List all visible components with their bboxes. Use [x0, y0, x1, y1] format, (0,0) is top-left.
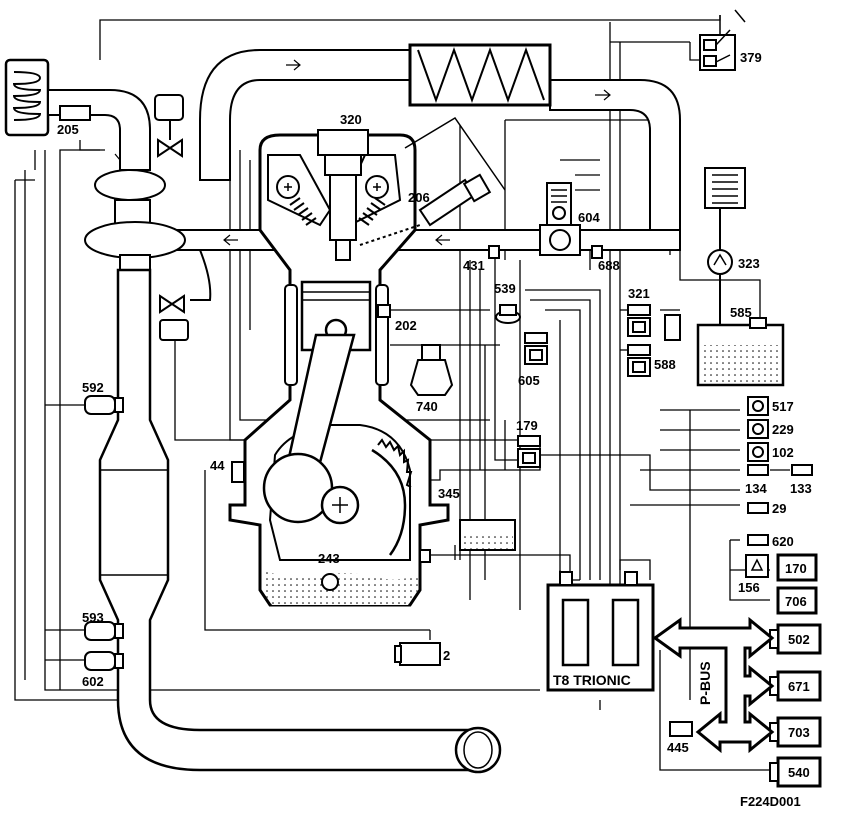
solenoid-valves — [517, 304, 681, 468]
label-205: 205 — [57, 122, 79, 137]
label-588: 588 — [654, 357, 676, 372]
radiator — [704, 167, 746, 325]
injector — [359, 116, 506, 246]
label-133: 133 — [790, 481, 812, 496]
exhaust-system — [98, 268, 502, 774]
labels: 205 320 206 604 379 323 431 688 539 321 … — [57, 50, 812, 809]
label-323: 323 — [738, 256, 760, 271]
label-44: 44 — [210, 458, 225, 473]
label-602: 602 — [82, 674, 104, 689]
ecu-box — [546, 571, 655, 692]
label-585: 585 — [730, 305, 752, 320]
module-boxes — [769, 553, 822, 788]
valve-springs — [289, 197, 386, 226]
label-445: 445 — [667, 740, 689, 755]
right-sensors — [745, 396, 813, 578]
label-345: 345 — [438, 486, 460, 501]
label-431: 431 — [463, 258, 485, 273]
label-671: 671 — [788, 679, 810, 694]
label-206: 206 — [408, 190, 430, 205]
fuel-tank — [696, 317, 785, 387]
oil-tank — [459, 519, 516, 551]
label-320: 320 — [340, 112, 362, 127]
throttle-body — [539, 182, 581, 256]
bus-label: P-BUS — [697, 661, 713, 705]
evap-canister — [409, 344, 454, 396]
oil-sump — [262, 570, 418, 605]
intake-pipe — [159, 49, 681, 251]
label-243: 243 — [318, 551, 340, 566]
ecu-label: T8 TRIONIC — [553, 672, 631, 688]
label-29: 29 — [772, 501, 786, 516]
label-540: 540 — [788, 765, 810, 780]
label-179: 179 — [516, 418, 538, 433]
bypass-valves — [154, 94, 212, 341]
label-605: 605 — [518, 373, 540, 388]
label-593: 593 — [82, 610, 104, 625]
label-134: 134 — [745, 481, 767, 496]
label-321: 321 — [628, 286, 650, 301]
camshaft-cover — [267, 154, 402, 227]
intercooler — [408, 43, 552, 107]
label-229: 229 — [772, 422, 794, 437]
label-539: 539 — [494, 281, 516, 296]
connecting-rod — [262, 333, 360, 525]
label-2: 2 — [443, 648, 450, 663]
label-740: 740 — [416, 399, 438, 414]
label-620: 620 — [772, 534, 794, 549]
label-517: 517 — [772, 399, 794, 414]
label-170: 170 — [785, 561, 807, 576]
label-102: 102 — [772, 445, 794, 460]
label-604: 604 — [578, 210, 600, 225]
figure-code: F224D001 — [740, 794, 801, 809]
p-bus — [652, 616, 775, 754]
label-688: 688 — [598, 258, 620, 273]
label-202: 202 — [395, 318, 417, 333]
ignition-cassette — [317, 129, 369, 261]
label-379: 379 — [740, 50, 762, 65]
air-filter — [4, 58, 50, 137]
label-502: 502 — [788, 632, 810, 647]
label-592: 592 — [82, 380, 104, 395]
small-connectors — [394, 642, 693, 737]
relay-379 — [699, 9, 746, 71]
label-706: 706 — [785, 594, 807, 609]
small-sensors — [377, 245, 603, 324]
label-703: 703 — [788, 725, 810, 740]
crankshaft-flywheel — [371, 438, 413, 556]
turbocharger — [84, 169, 186, 276]
oxygen-sensors — [84, 395, 124, 671]
label-156: 156 — [738, 580, 760, 595]
